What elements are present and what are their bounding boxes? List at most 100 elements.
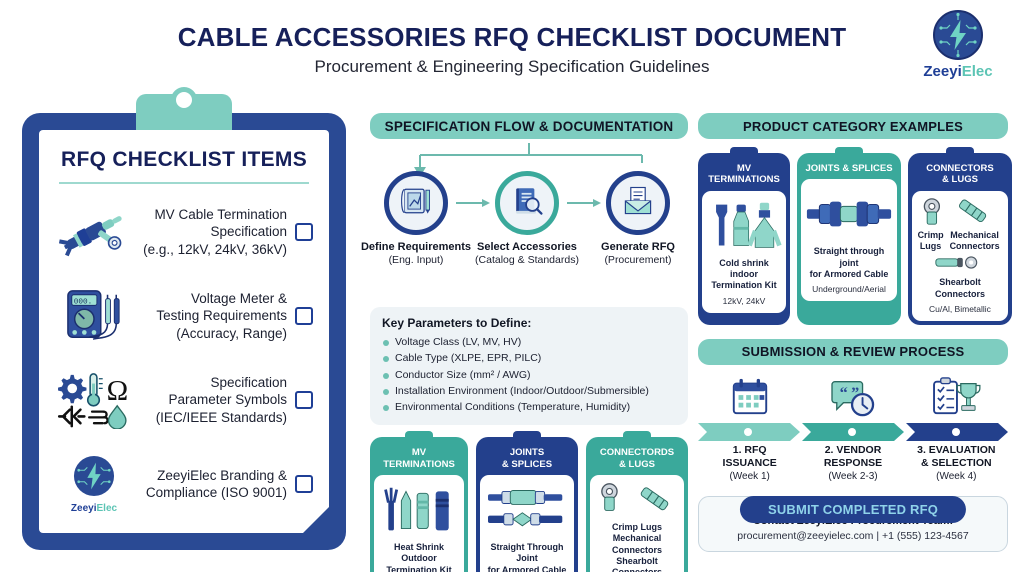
product-card-connectors-lugs[interactable]: CONNECTORDS & LUGS	[586, 431, 688, 572]
key-parameters-list: Voltage Class (LV, MV, HV) Cable Type (X…	[382, 334, 676, 415]
card-header-line-1: MV	[411, 447, 427, 459]
category-card-connectors-lugs[interactable]: CONNECTORS & LUGS	[908, 147, 1012, 325]
product-category-card-row: MV TERMINATIONS	[698, 147, 1012, 325]
spec-flow-banner: SPECIFICATION FLOW & DOCUMENTATION	[370, 113, 688, 139]
chat-clock-icon: “ ”	[801, 373, 904, 421]
flow-label-3: Generate RFQ (Procurement)	[578, 241, 698, 267]
key-parameters-box: Key Parameters to Define: Voltage Class …	[370, 307, 688, 426]
card-name-line-2: Mechanical Connectors	[611, 533, 662, 555]
flow-label-sub: (Catalog & Standards)	[475, 254, 579, 267]
checklist-item-row[interactable]: 000. Voltage Meter & Testing Requirement…	[55, 274, 313, 358]
multimeter-icon: 000.	[55, 287, 133, 345]
checklist-item-row[interactable]: ZeeyiElec ZeeyiElec Branding & Complianc…	[55, 442, 313, 526]
key-parameter-item: Installation Environment (Indoor/Outdoor…	[382, 383, 676, 399]
process-step[interactable]: “ ”	[801, 373, 904, 421]
card-header-line-1: JOINTS & SPLICES	[805, 163, 893, 174]
checklist-checkbox[interactable]	[295, 391, 313, 409]
process-step-label: 3. EVALUATION & SELECTION (Week 4)	[905, 444, 1008, 484]
catalog-search-icon	[509, 183, 545, 224]
card-name: Crimp Lugs Mechanical Connectors Shearbo…	[594, 522, 680, 572]
step-title-line-1: 2. VENDOR	[824, 443, 882, 456]
flow-label-sub: (Eng. Input)	[388, 254, 444, 267]
card-tab	[946, 147, 974, 159]
step-title-line-1: 3. EVALUATION	[917, 443, 996, 456]
flow-label-title: Select Accessories	[477, 241, 577, 253]
termination-kit-art	[378, 481, 460, 539]
clipboard-paper: RFQ CHECKLIST ITEMS	[39, 130, 329, 533]
category-card-joints-splices[interactable]: JOINTS & SPLICES	[797, 147, 901, 325]
label-line-1: Voltage Meter &	[190, 291, 287, 307]
lugs-connectors-art	[916, 197, 1004, 227]
brand-word-a: Zeeyi	[70, 502, 97, 514]
card-header: JOINTS & SPLICES	[801, 157, 897, 179]
card-body: Crimp Lugs Mechanical Connectors Shearbo…	[912, 190, 1008, 321]
card-name-line-3: Shearbolt Connectors	[934, 277, 985, 299]
clipboard-trophy-icon	[905, 373, 1008, 421]
flow-node-select-accessories[interactable]	[495, 171, 559, 235]
lugs-connectors-art	[594, 481, 680, 519]
card-name-line-1: Cold shrink indoor	[719, 257, 769, 280]
card-name-line-2: for Armored Cable	[487, 564, 567, 572]
specification-flow-column: SPECIFICATION FLOW & DOCUMENTATION	[361, 113, 688, 572]
checklist-checkbox[interactable]	[295, 307, 313, 325]
submit-completed-rfq-button[interactable]: SUBMIT COMPLETED RFQ	[739, 496, 967, 524]
card-spec: Cu/Al, Bimetallic	[929, 303, 991, 314]
card-name: Straight through joint for Armored Cable	[805, 246, 893, 280]
step-title-line-2: & SELECTION	[921, 457, 992, 470]
checklist-title: RFQ CHECKLIST ITEMS	[60, 148, 308, 171]
flow-label-sub: (Procurement)	[604, 254, 672, 267]
product-card-mv-terminations[interactable]: MV TERMINATIONS	[370, 431, 468, 572]
brand-wordmark: ZeeyiElec	[910, 63, 1006, 80]
card-header-line-1: MV TERMINATIONS	[708, 163, 780, 186]
process-step[interactable]	[698, 373, 801, 421]
cable-termination-icon	[55, 204, 133, 260]
checklist-brand-wordmark: ZeeyiElec	[71, 503, 117, 514]
contact-detail[interactable]: procurement@zeeyielec.com | +1 (555) 123…	[737, 530, 969, 543]
process-step[interactable]	[905, 373, 1008, 421]
mid-product-card-row: MV TERMINATIONS	[370, 431, 688, 572]
card-spec: Underground/Aerial	[812, 284, 886, 295]
product-card-joints-splices[interactable]: JOINTS & SPLICES	[476, 431, 578, 572]
brand-word-b: Elec	[96, 502, 118, 514]
card-header-line-2: & LUGS	[942, 174, 978, 186]
circuit-bolt-logo-icon	[933, 10, 983, 60]
card-name-line-2: for Armored Cable	[809, 268, 889, 279]
product-categories-banner: PRODUCT CATEGORY EXAMPLES	[698, 113, 1008, 139]
flow-node-generate-rfq[interactable]	[606, 171, 670, 235]
svg-text:000.: 000.	[74, 298, 93, 306]
shearbolt-art	[916, 256, 1004, 274]
step-sub: (Week 2-3)	[828, 470, 878, 482]
checklist-item-row[interactable]: MV Cable Termination Specification (e.g.…	[55, 190, 313, 274]
flow-label-title: Generate RFQ	[601, 241, 675, 253]
svg-text:Ω: Ω	[107, 375, 129, 407]
step-sub: (Week 4)	[936, 470, 977, 482]
checklist-item-row[interactable]: Ω Specification Parameter	[55, 358, 313, 442]
step-title-line-1: 1. RFQ	[732, 443, 767, 456]
page-subtitle: Procurement & Engineering Specification …	[314, 57, 710, 76]
card-header: MV TERMINATIONS	[702, 157, 786, 191]
right-column: PRODUCT CATEGORY EXAMPLES MV TERMINATION…	[698, 113, 1012, 553]
card-tab	[405, 431, 433, 444]
card-tab	[623, 431, 651, 444]
card-name-line-2: Termination Kit	[711, 280, 777, 291]
card-header-line-2: & SPLICES	[501, 458, 553, 470]
category-card-mv-terminations[interactable]: MV TERMINATIONS	[698, 147, 790, 325]
process-step-icons: “ ”	[698, 373, 1008, 421]
clipboard-ring	[171, 87, 197, 113]
flow-node-define-requirements[interactable]	[384, 171, 448, 235]
key-parameter-item: Environmental Conditions (Temperature, H…	[382, 399, 676, 415]
blueprint-icon	[398, 183, 434, 224]
card-tab	[730, 147, 758, 159]
checklist-checkbox[interactable]	[295, 475, 313, 493]
submission-banner: SUBMISSION & REVIEW PROCESS	[698, 338, 1008, 365]
process-step-labels: 1. RFQ ISSUANCE (Week 1) 2. VENDOR RESPO…	[698, 444, 1008, 484]
card-name: Heat Shrink Outdoor Termination Kit	[378, 542, 460, 572]
card-header-line-2: & LUGS	[619, 458, 655, 470]
checklist-item-label: MV Cable Termination Specification (e.g.…	[133, 206, 295, 258]
card-name: Straight Through Joint for Armored Cable	[484, 542, 570, 572]
checklist-checkbox[interactable]	[295, 223, 313, 241]
card-header: CONNECTORDS & LUGS	[590, 441, 684, 475]
label-line-2: Compliance (ISO 9001)	[145, 485, 287, 500]
flow-label-1: Define Requirements (Eng. Input)	[356, 241, 476, 267]
